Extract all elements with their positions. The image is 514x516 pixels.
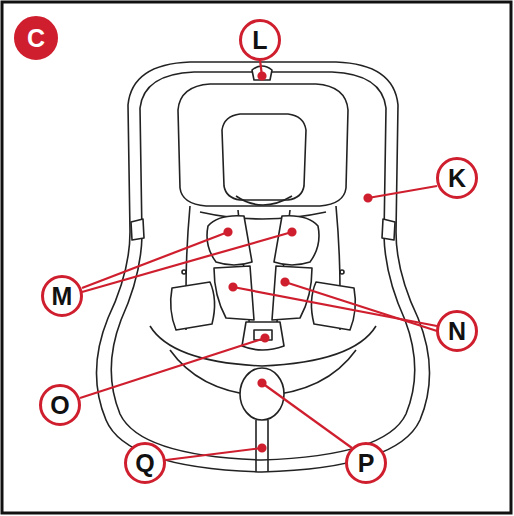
figure-letter: C bbox=[14, 16, 58, 60]
leader-lines bbox=[80, 60, 437, 460]
callout-letter: M bbox=[41, 275, 83, 317]
seat-drawing bbox=[96, 62, 429, 472]
callout-letter: Q bbox=[124, 442, 166, 484]
callout-letter: P bbox=[345, 442, 387, 484]
callout-letter: N bbox=[436, 310, 478, 352]
callout-letter: L bbox=[239, 19, 281, 61]
callout-letter: K bbox=[436, 157, 478, 199]
callout-letter: O bbox=[39, 384, 81, 426]
